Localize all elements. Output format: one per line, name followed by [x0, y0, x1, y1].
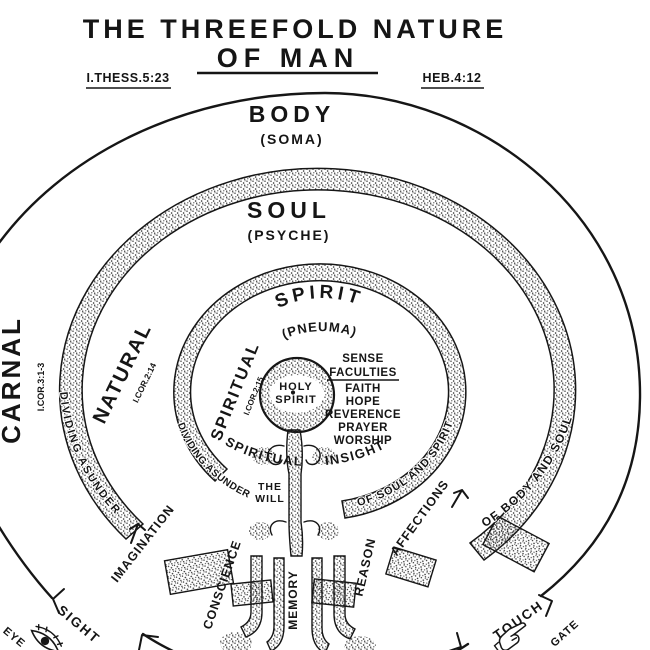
eye-icon [30, 623, 64, 650]
scripture-ref-left: I.THESS.5:23 [86, 71, 169, 85]
touch-gate: TOUCH GATE [490, 598, 582, 650]
list-item: HOPE [346, 396, 381, 408]
sight-gate-bracket-left [52, 588, 65, 614]
holy-spirit-label-line1: HOLY [279, 381, 313, 393]
gap-block [384, 546, 438, 588]
faculty-memory: MEMORY [286, 570, 300, 630]
holy-spirit-dot [290, 390, 296, 395]
spirit-label: SPIRIT [272, 282, 366, 313]
title-block: THE THREEFOLD NATURE OF MAN I.THESS.5:23… [83, 14, 508, 89]
list-item: FAITH [345, 383, 381, 395]
gap-block [481, 515, 551, 573]
touch-gate-label: GATE [548, 618, 581, 650]
gap-block [163, 548, 235, 596]
holy-spirit-circle: HOLY SPIRIT [258, 356, 336, 434]
list-item: PRAYER [338, 422, 388, 434]
soul-ring [58, 167, 577, 562]
will-line2: WILL [255, 493, 285, 505]
touch-gate-bracket-right [538, 594, 553, 617]
soma-label: (SOMA) [260, 131, 323, 147]
list-item: SENSE [342, 353, 384, 365]
body-label: BODY [249, 101, 335, 127]
pneuma-label: (PNEUMA) [280, 319, 360, 341]
soul-label: SOUL [247, 197, 331, 223]
page-title-line2: OF MAN [217, 43, 359, 73]
spirit-ring [173, 263, 467, 519]
sight-gate-bracket-right [138, 634, 159, 650]
list-item: FACULTIES [329, 367, 397, 379]
touch-gate-bracket-left [448, 632, 462, 650]
will-label: THE WILL [255, 481, 285, 505]
holy-spirit-label-line2: SPIRIT [275, 394, 316, 406]
carnal-label: CARNAL [0, 316, 26, 444]
page-title-line1: THE THREEFOLD NATURE [83, 14, 508, 44]
sight-label: SIGHT [54, 602, 103, 646]
list-item: REVERENCE [325, 409, 401, 421]
spirit-contents-list: SENSE FACULTIES FAITH HOPE REVERENCE PRA… [325, 353, 401, 447]
scripture-ref-right: HEB.4:12 [423, 71, 482, 85]
affections-arrow [451, 489, 469, 508]
carnal-ref: I.COR.3:1-3 [36, 363, 46, 412]
faculty-reason: REASON [352, 537, 379, 598]
will-stem [220, 429, 376, 650]
list-item: WORSHIP [334, 435, 392, 447]
body-ring [0, 91, 642, 650]
memory-column [220, 555, 376, 650]
will-line1: THE [258, 481, 282, 493]
imagination-arrow [129, 523, 146, 544]
psyche-label: (PSYCHE) [248, 227, 331, 243]
eye-gate-label: EYE [0, 625, 27, 650]
sight-gate: SIGHT EYE [0, 602, 103, 650]
hand-icon [493, 622, 527, 650]
